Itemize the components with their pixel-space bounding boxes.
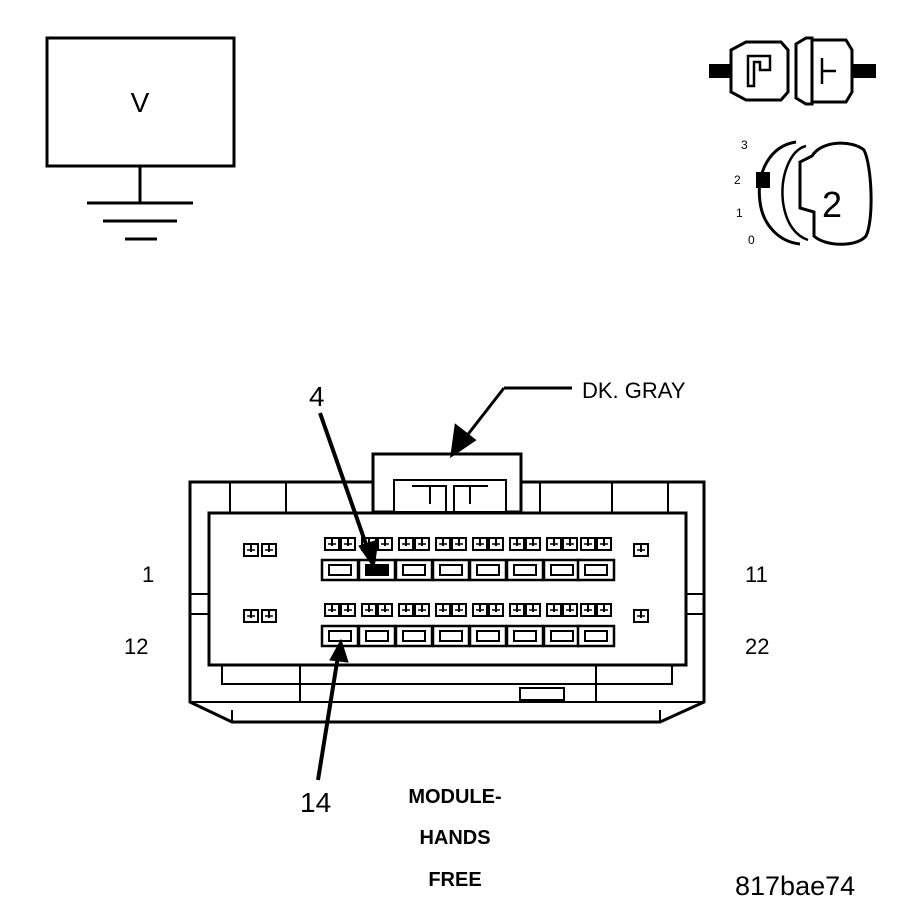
cavity-terminal: [472, 603, 488, 617]
connector-name-line-1: MODULE-: [408, 786, 501, 808]
cavity-slot: [505, 624, 545, 648]
cavity-slot: [468, 558, 508, 582]
cavity-terminal: [562, 603, 578, 617]
cavity-slot: [320, 624, 360, 648]
cavity-terminal: [340, 537, 356, 551]
cavity-terminal: [377, 537, 393, 551]
cavity-terminal: [472, 537, 488, 551]
cavity-terminal: [435, 603, 451, 617]
cavity-terminal: [324, 603, 340, 617]
cavity-terminal: [398, 603, 414, 617]
cavity-terminal: [324, 537, 340, 551]
cavity-slot: [542, 624, 582, 648]
pin-14-leader-arrow: [316, 638, 349, 781]
ignition-key-label: 2: [822, 184, 842, 225]
cavity-slot: [576, 558, 616, 582]
cavity-terminal: [435, 537, 451, 551]
cavity-terminal: [546, 537, 562, 551]
connector-color-label: DK. GRAY: [582, 378, 686, 403]
cavity-slot: [505, 558, 545, 582]
cavity-slot: [576, 624, 616, 648]
cavity-slot: [431, 624, 471, 648]
figure-id: 817bae74: [735, 871, 855, 901]
cavity-slot: [542, 558, 582, 582]
pin-4-leader-arrow: [318, 412, 379, 570]
cavity-terminal: [414, 537, 430, 551]
cavity-terminal: [398, 537, 414, 551]
cavity-slot: [394, 624, 434, 648]
blank-terminal: [633, 609, 649, 623]
row-label-1: 1: [142, 562, 154, 587]
ground-icon: [87, 166, 193, 241]
cavity-terminal: [546, 603, 562, 617]
cavity-slot: [468, 624, 508, 648]
ignition-key-icon: 3 2 1 0 2: [734, 138, 873, 247]
voltmeter-symbol: V: [45, 36, 236, 241]
connector-name-line-2: HANDS: [419, 827, 490, 849]
connector-cavities: [243, 537, 649, 648]
blank-terminal: [243, 609, 259, 623]
cavity-terminal: [596, 603, 612, 617]
pin-callout-14: 14: [300, 787, 331, 818]
cavity-terminal: [525, 603, 541, 617]
cavity-terminal: [525, 537, 541, 551]
ignition-position-1: 1: [736, 206, 743, 220]
cavity-slot: [394, 558, 434, 582]
cavity-terminal: [580, 603, 596, 617]
cavity-terminal: [509, 603, 525, 617]
dk-gray-leader: [450, 386, 572, 459]
row-label-22: 22: [745, 634, 769, 659]
cavity-terminal: [488, 603, 504, 617]
cavity-terminal: [596, 537, 612, 551]
pin-4-cavity: [366, 565, 388, 575]
ignition-position-2: 2: [734, 173, 741, 187]
cavity-terminal: [509, 537, 525, 551]
cavity-terminal: [377, 603, 393, 617]
ignition-position-0: 0: [748, 233, 755, 247]
ignition-selected-marker: [756, 172, 770, 188]
connector-face: [188, 480, 706, 724]
cavity-terminal: [580, 537, 596, 551]
row-label-12: 12: [124, 634, 148, 659]
blank-terminal: [261, 543, 277, 557]
ignition-position-3: 3: [741, 138, 748, 152]
cavity-terminal: [414, 603, 430, 617]
cavity-slot: [320, 558, 360, 582]
cavity-terminal: [488, 537, 504, 551]
connector-name-line-3: FREE: [428, 869, 481, 891]
cavity-terminal: [361, 603, 377, 617]
cavity-terminal: [451, 603, 467, 617]
cavity-terminal: [451, 537, 467, 551]
cavity-terminal: [562, 537, 578, 551]
voltmeter-label: V: [131, 87, 150, 118]
cavity-terminal: [340, 603, 356, 617]
cavity-slot: [357, 624, 397, 648]
blank-terminal: [243, 543, 259, 557]
connector-disconnect-icon: [709, 36, 876, 106]
blank-terminal: [633, 543, 649, 557]
pin-callout-4: 4: [309, 381, 325, 412]
connector-latch: [371, 452, 523, 514]
blank-terminal: [261, 609, 277, 623]
row-label-11: 11: [745, 562, 768, 587]
cavity-slot: [431, 558, 471, 582]
